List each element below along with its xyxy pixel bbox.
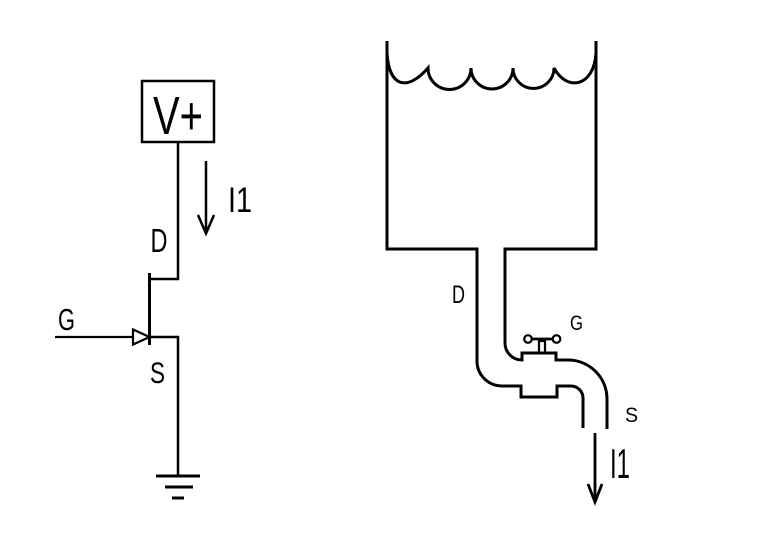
supply-label: V+: [153, 86, 203, 146]
mosfet-circuit: V+ I1 D G S: [55, 79, 252, 500]
drain-label: D: [151, 222, 168, 259]
water-analogy: D G S I1: [385, 41, 638, 506]
current-arrow-head: [196, 214, 216, 237]
gate-label: G: [570, 312, 583, 335]
current-label: I1: [610, 440, 630, 487]
current-label: I1: [228, 181, 252, 220]
water-surface: [385, 52, 598, 91]
flow-arrow-head: [586, 483, 604, 506]
ground-symbol: [156, 474, 200, 500]
tank-and-pipe-inner-wall: [503, 41, 609, 429]
source-wire: [150, 335, 180, 476]
drain-wire: [150, 142, 180, 281]
source-label: S: [625, 404, 638, 427]
valve-handle-knob-right: [551, 334, 562, 344]
gate-label: G: [58, 302, 75, 337]
gate-arrowhead: [131, 327, 153, 347]
tank-and-pipe-outer-wall: [385, 41, 585, 428]
source-label: S: [150, 357, 165, 390]
valve-stem: [537, 339, 547, 355]
drain-label: D: [452, 281, 465, 309]
valve-handle-knob-left: [523, 334, 533, 344]
